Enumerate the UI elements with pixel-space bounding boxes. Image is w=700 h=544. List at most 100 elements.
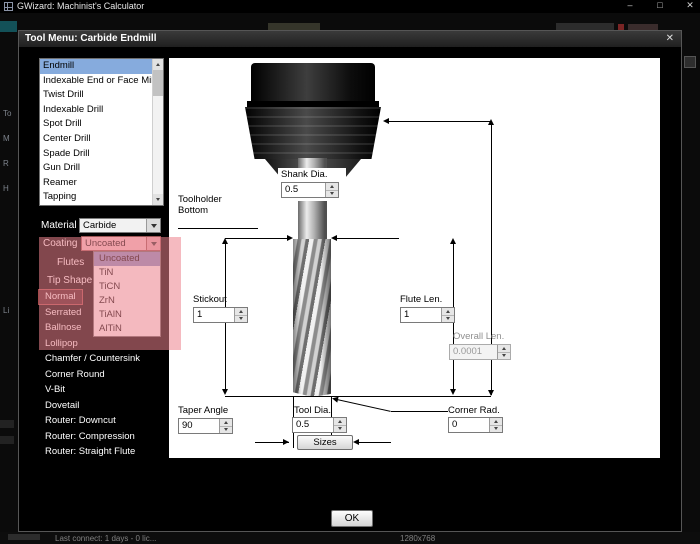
spin-down-icon[interactable] bbox=[326, 189, 338, 197]
spin-down-icon[interactable] bbox=[442, 314, 454, 322]
taper-angle-label: Taper Angle bbox=[178, 405, 229, 416]
tool-type-list: Endmill Indexable End or Face Mill Twist… bbox=[39, 58, 164, 206]
status-fragment bbox=[8, 534, 40, 540]
coating-option[interactable]: AlTiN bbox=[99, 323, 122, 334]
spin-up-icon[interactable] bbox=[326, 183, 338, 190]
tool-type-item[interactable]: Spade Drill bbox=[43, 147, 90, 159]
arrow-left-icon bbox=[353, 439, 359, 445]
sidebar-fragment: R bbox=[3, 159, 9, 168]
tool-flutes-image bbox=[293, 239, 331, 397]
toolholder-groove-image bbox=[247, 101, 379, 107]
dimension-line bbox=[491, 121, 492, 395]
corner-rad-input[interactable]: 0 bbox=[448, 417, 503, 433]
background-fragment bbox=[556, 23, 614, 31]
dimension-line bbox=[389, 121, 491, 122]
tool-type-item[interactable]: Twist Drill bbox=[43, 89, 84, 101]
arrow-left-icon bbox=[331, 235, 337, 241]
tip-shape-item[interactable]: Dovetail bbox=[45, 399, 80, 411]
coating-option[interactable]: TiAlN bbox=[99, 309, 122, 320]
sidebar-fragment: H bbox=[3, 184, 9, 193]
leader-line bbox=[178, 228, 258, 229]
close-button[interactable]: ✕ bbox=[686, 0, 694, 10]
background-fragment bbox=[628, 24, 658, 31]
spinner bbox=[234, 308, 247, 322]
dialog-title: Tool Menu: Carbide Endmill bbox=[25, 33, 157, 44]
spin-up-icon[interactable] bbox=[235, 308, 247, 315]
spin-up-icon bbox=[498, 345, 510, 352]
flute-len-input[interactable]: 1 bbox=[400, 307, 455, 323]
spin-up-icon[interactable] bbox=[490, 418, 502, 425]
chevron-down-icon[interactable] bbox=[146, 237, 160, 250]
dialog-close-button[interactable]: ✕ bbox=[665, 33, 674, 44]
background-fragment bbox=[0, 420, 14, 428]
coating-option[interactable]: ZrN bbox=[99, 295, 115, 306]
arrow-left-icon bbox=[331, 395, 339, 403]
maximize-button[interactable]: □ bbox=[657, 0, 663, 10]
tool-type-item[interactable]: Center Drill bbox=[43, 132, 91, 144]
tip-shape-item[interactable]: Router: Straight Flute bbox=[45, 446, 136, 457]
spinner bbox=[489, 418, 502, 432]
tip-shape-item[interactable]: Router: Compression bbox=[45, 430, 135, 442]
tool-diagram: Shank Dia. 0.5 Toolholder Bottom bbox=[169, 58, 660, 458]
dimension-line bbox=[255, 442, 289, 443]
baseline bbox=[225, 396, 491, 397]
spin-down-icon[interactable] bbox=[334, 424, 346, 432]
minimize-button[interactable]: – bbox=[627, 0, 633, 10]
arrow-right-icon bbox=[283, 439, 289, 445]
chevron-down-icon[interactable] bbox=[146, 219, 160, 232]
arrow-left-icon bbox=[383, 118, 389, 124]
arrow-down-icon bbox=[222, 389, 228, 395]
spin-down-icon[interactable] bbox=[235, 314, 247, 322]
dimension-line bbox=[359, 442, 391, 443]
scroll-down-icon[interactable] bbox=[153, 194, 163, 205]
coating-options-list: Uncoated TiN TiCN ZrN TiAlN AlTiN bbox=[93, 251, 161, 337]
spin-up-icon[interactable] bbox=[220, 419, 232, 426]
coating-option-uncoated[interactable]: Uncoated bbox=[94, 252, 160, 266]
stickout-input[interactable]: 1 bbox=[193, 307, 248, 323]
spin-down-icon[interactable] bbox=[220, 425, 232, 433]
material-dropdown[interactable]: Carbide bbox=[79, 218, 161, 233]
status-text: Last connect: 1 days - 0 lic... bbox=[55, 534, 157, 543]
tool-type-item[interactable]: Gun Drill bbox=[43, 162, 80, 174]
background-fragment bbox=[0, 436, 14, 444]
tool-type-item[interactable]: Tapping bbox=[43, 191, 77, 203]
tool-type-item[interactable]: Spot Drill bbox=[43, 118, 82, 130]
tip-shape-item[interactable]: Corner Round bbox=[45, 368, 105, 380]
list-scrollbar[interactable] bbox=[152, 59, 163, 205]
coating-option[interactable]: TiN bbox=[99, 267, 114, 278]
scrollbar-thumb[interactable] bbox=[153, 70, 163, 96]
coating-option[interactable]: TiCN bbox=[99, 281, 121, 292]
ok-button[interactable]: OK bbox=[331, 510, 373, 527]
spin-down-icon[interactable] bbox=[490, 424, 502, 432]
sidebar-fragment: M bbox=[3, 134, 10, 143]
tool-menu-dialog: Tool Menu: Carbide Endmill ✕ Endmill Ind… bbox=[18, 30, 682, 532]
spinner bbox=[441, 308, 454, 322]
taper-angle-input[interactable]: 90 bbox=[178, 418, 233, 434]
tool-dia-input[interactable]: 0.5 bbox=[292, 417, 347, 433]
tip-shape-item[interactable]: Lollipop bbox=[45, 337, 78, 349]
tip-shape-item[interactable]: V-Bit bbox=[45, 384, 66, 395]
sizes-button[interactable]: Sizes bbox=[297, 435, 353, 450]
tool-type-item[interactable]: Indexable Drill bbox=[43, 103, 104, 115]
spinner bbox=[219, 419, 232, 433]
tip-shape-item[interactable]: Router: Downcut bbox=[45, 415, 116, 426]
spin-up-icon[interactable] bbox=[442, 308, 454, 315]
scroll-up-icon[interactable] bbox=[153, 59, 163, 70]
tool-type-item[interactable]: Indexable End or Face Mill bbox=[43, 74, 153, 86]
coating-label: Coating bbox=[43, 238, 78, 249]
sidebar-fragment: Li bbox=[3, 306, 10, 315]
coating-dropdown[interactable]: Uncoated bbox=[81, 236, 161, 251]
arrow-down-icon bbox=[488, 390, 494, 396]
tool-type-item-endmill[interactable]: Endmill bbox=[40, 59, 153, 74]
tip-shape-item[interactable]: Chamfer / Countersink bbox=[45, 353, 141, 364]
arrow-up-icon bbox=[488, 119, 494, 125]
toolholder-bottom-label: Bottom bbox=[178, 205, 209, 216]
tip-shape-normal[interactable]: Normal bbox=[38, 289, 83, 305]
corner-rad-label: Corner Rad. bbox=[448, 405, 500, 416]
window-titlebar: GWizard: Machinist's Calculator – □ ✕ bbox=[0, 0, 700, 13]
tool-type-item[interactable]: Reamer bbox=[43, 176, 77, 188]
shank-dia-input[interactable]: 0.5 bbox=[281, 182, 339, 198]
arrow-down-icon bbox=[450, 389, 456, 395]
spin-up-icon[interactable] bbox=[334, 418, 346, 425]
overall-len-label: Overall Len. bbox=[453, 331, 505, 342]
